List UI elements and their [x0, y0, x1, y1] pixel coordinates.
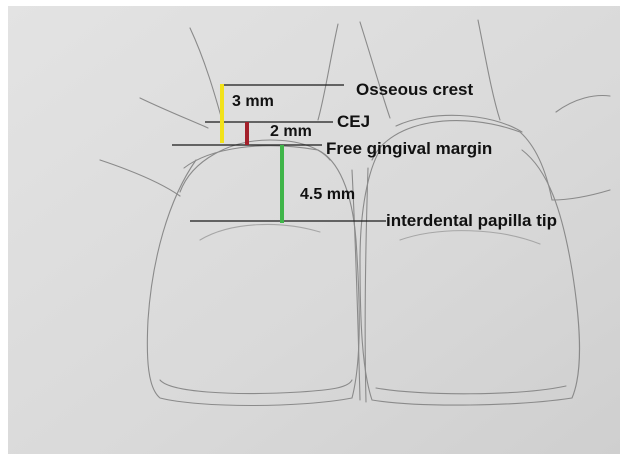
free-gingival-margin-label: Free gingival margin: [326, 139, 492, 158]
cej-label: CEJ: [337, 112, 370, 131]
papilla-tip-label: interdental papilla tip: [386, 211, 557, 230]
bone-to-cej-measurement: 3 mm: [232, 93, 274, 110]
osseous-crest-label: Osseous crest: [356, 80, 474, 99]
cej-to-margin-measurement: 2 mm: [270, 123, 312, 140]
margin-to-papilla-measurement: 4.5 mm: [300, 186, 355, 203]
